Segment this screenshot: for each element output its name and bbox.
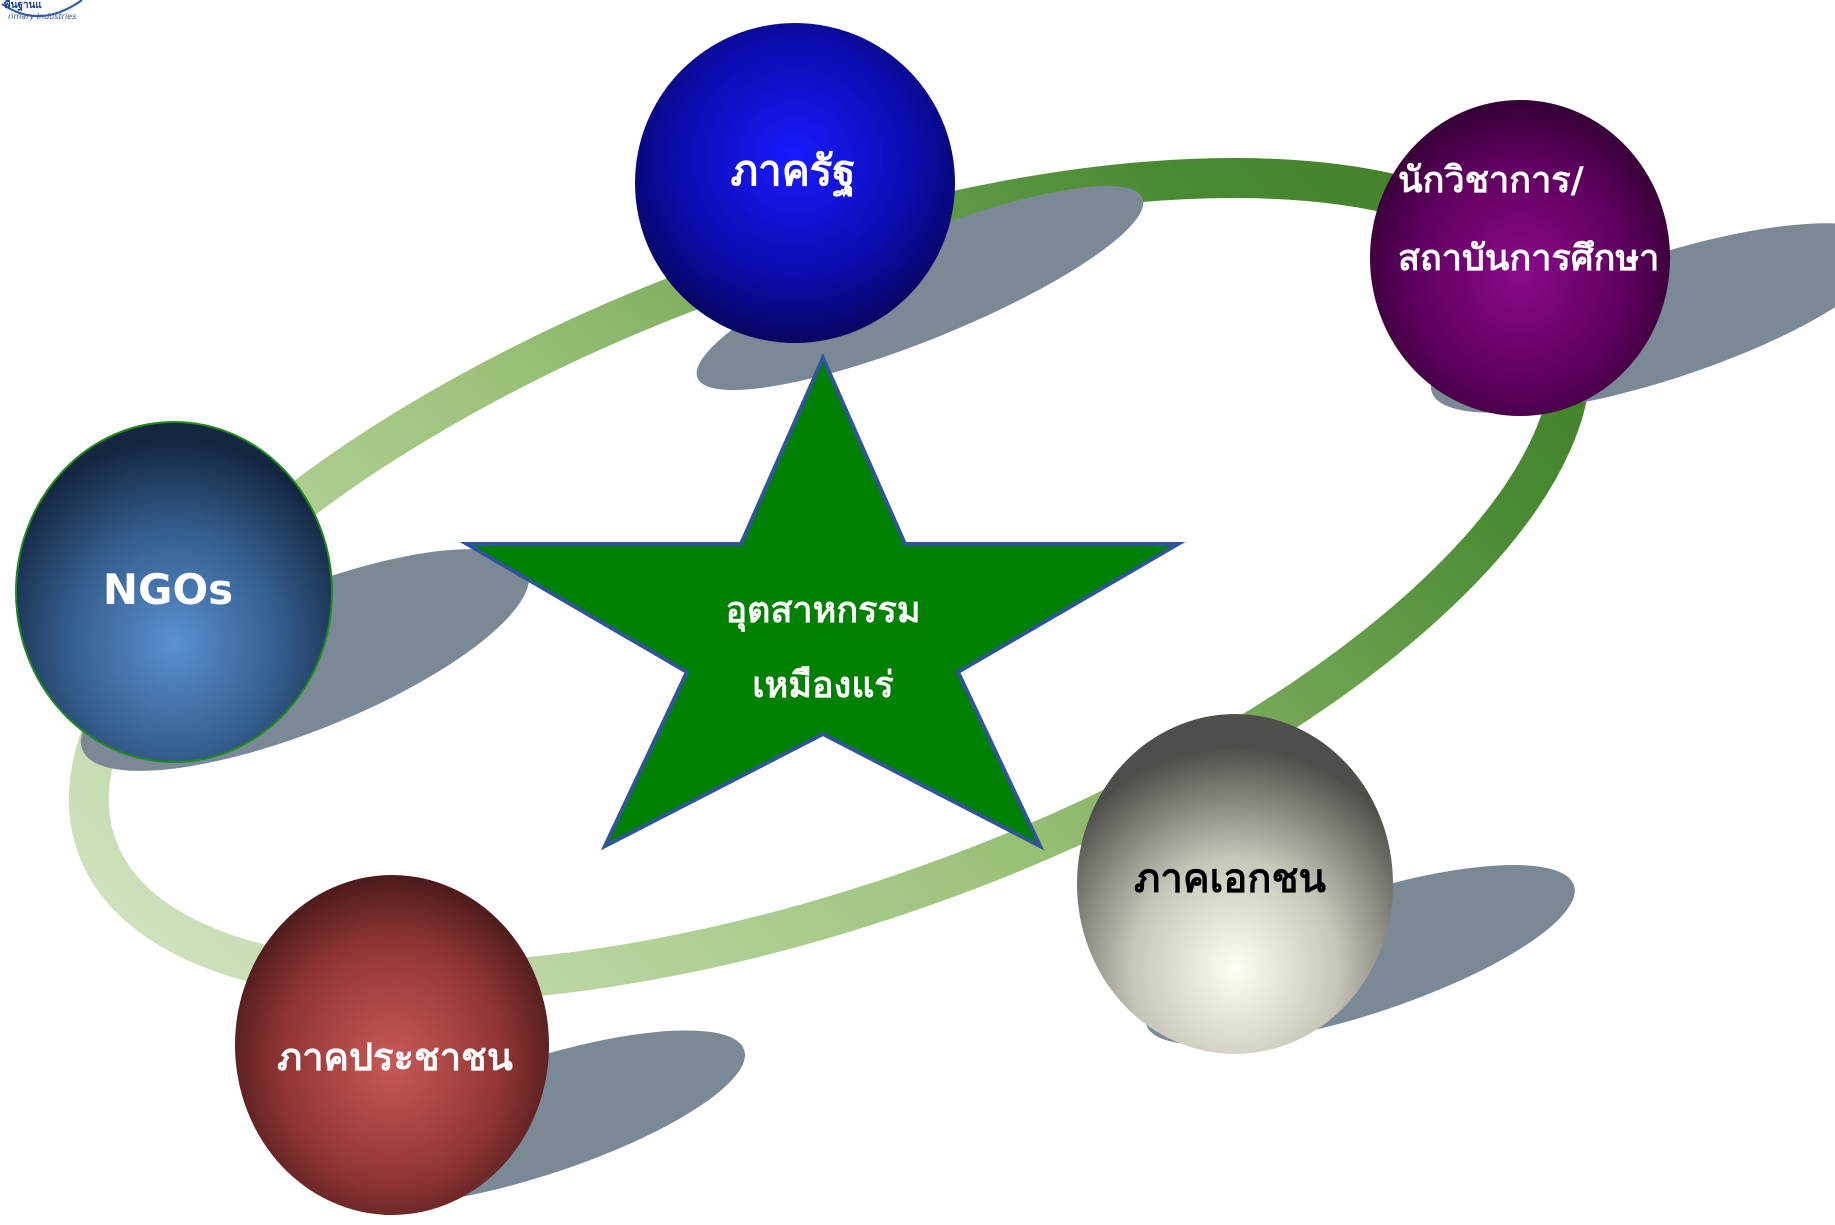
ngos-sphere [15,421,333,763]
node-academia: นักวิชาการ/ สถาบันการศึกษา [1370,100,1670,416]
government-sphere [635,23,955,343]
academia-label-line2: สถาบันการศึกษา [1398,238,1659,279]
center-label-line2: เหมืองแร่ [752,665,894,706]
node-public: ภาคประชาชน [235,875,549,1215]
logo-text-english: rimary Industries [8,12,76,21]
public-sphere [235,875,549,1215]
logo-arc [1,0,83,17]
academia-label-line1: นักวิชาการ/ [1398,160,1585,201]
node-private: ภาคเอกชน [1077,714,1393,1054]
node-government: ภาครัฐ [635,23,955,343]
node-ngos: NGOs [15,421,333,763]
ngos-label: NGOs [103,565,233,614]
academia-sphere [1370,100,1670,416]
private-label: ภาคเอกชน [1134,856,1326,902]
government-label: ภาครัฐ [730,146,855,198]
logo-text-thai: พื้นฐานแ [4,0,42,11]
star-shape [459,353,1186,851]
center-label-line1: อุตสาหกรรม [725,590,920,633]
center-star: อุตสาหกรรม เหมืองแร่ [459,353,1186,851]
logo: พื้นฐานแ rimary Industries [1,0,83,21]
private-sphere [1077,714,1393,1054]
public-label: ภาคประชาชน [277,1035,513,1079]
